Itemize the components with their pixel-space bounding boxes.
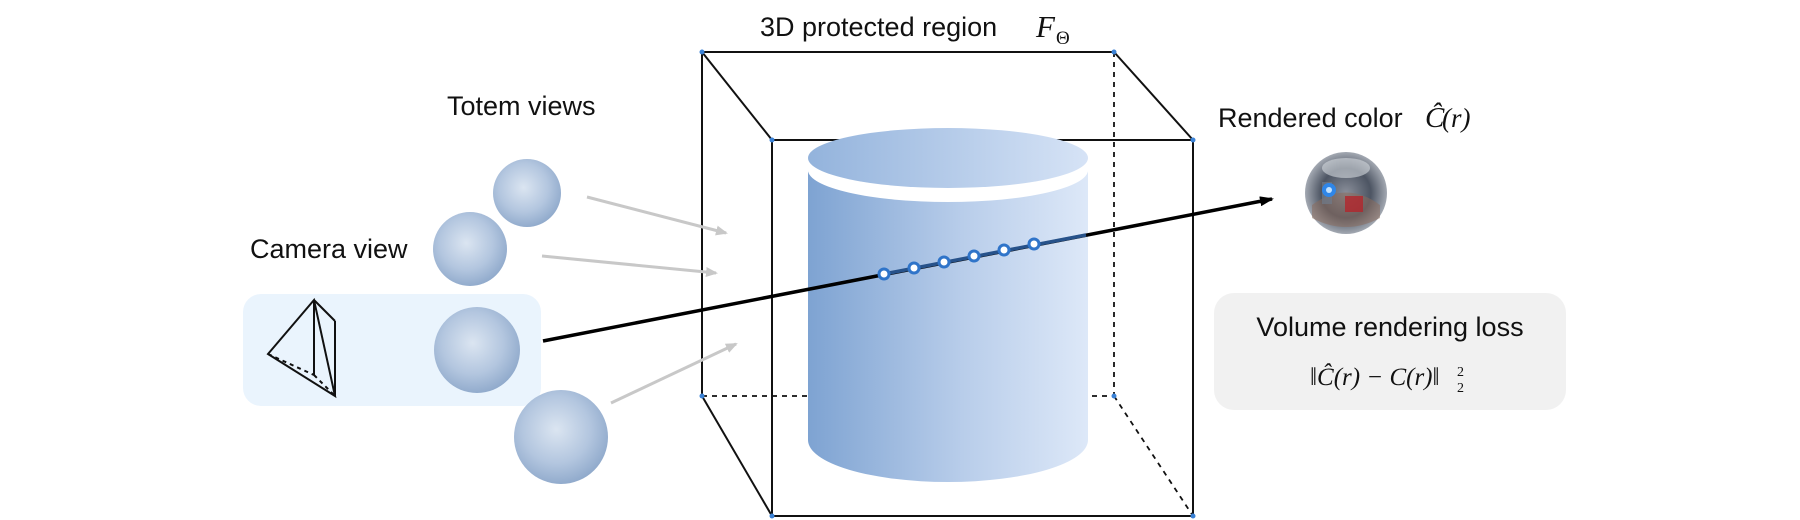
svg-text:2: 2 [1457,381,1464,396]
totem-views-label: Totem views [447,91,596,121]
sample-point [937,255,951,269]
svg-text:‖Ĉ(r) − C(r)‖: ‖Ĉ(r) − C(r)‖ [1310,363,1440,391]
loss-panel [1214,293,1566,410]
totem-sphere [493,159,561,227]
svg-text:(r): (r) [1442,103,1471,133]
mirror-ball-icon [1305,152,1387,234]
svg-text:3D protected region: 3D protected region [760,12,997,42]
sample-point [997,243,1011,257]
loss-title: Volume rendering loss [1256,312,1523,342]
sample-point [967,249,981,263]
region-title: 3D protected region F Θ [760,9,1070,49]
totem-sphere [434,307,520,393]
camera-view-label: Camera view [250,234,408,264]
svg-text:Θ: Θ [1056,28,1070,49]
sample-point [1027,237,1041,251]
sample-point [907,261,921,275]
sample-point [877,267,891,281]
cylinder-shape [808,128,1088,482]
loss-formula: ‖Ĉ(r) − C(r)‖ 2 2 [1310,363,1464,396]
svg-text:Ĉ: Ĉ [1425,101,1445,134]
totem-view-arrows [541,195,738,405]
ray-sample-points [877,237,1041,281]
camera-frustum-icon [266,297,337,399]
box-corner-points [699,49,1196,519]
svg-text:Rendered color: Rendered color [1218,103,1403,133]
svg-text:2: 2 [1457,365,1464,380]
rendered-color-label: Rendered color Ĉ (r) [1218,101,1471,134]
svg-text:F: F [1035,9,1056,44]
region-box-edges [701,51,1194,517]
totem-sphere [433,212,507,286]
totem-sphere [514,390,608,484]
